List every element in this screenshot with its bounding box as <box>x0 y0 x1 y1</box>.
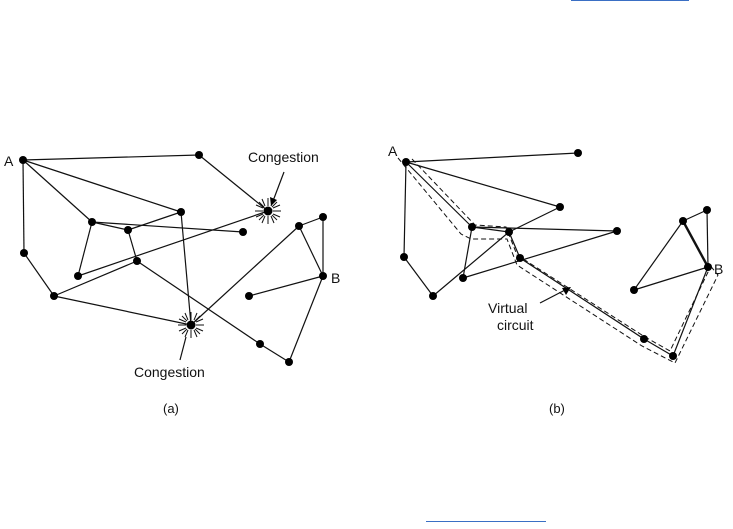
diagram-b-virtual-circuit <box>398 158 718 363</box>
virtual-circuit-label-line2: circuit <box>497 317 534 333</box>
diagram-a-caption: (a) <box>163 401 179 416</box>
diagram-a-router-b-label: B <box>331 270 340 286</box>
congestion-label-top: Congestion <box>248 149 319 165</box>
bottom-link-underline[interactable] <box>426 521 546 522</box>
diagram-b-router-a-label: A <box>388 143 398 159</box>
diagram-b-caption: (b) <box>549 401 565 416</box>
router-a-node <box>19 156 27 164</box>
router-b-node <box>704 263 712 271</box>
top-link-underline[interactable] <box>571 0 689 1</box>
diagram-b-edges <box>404 153 708 356</box>
congested-node-top <box>264 207 273 216</box>
diagram-a: A B Congestion Congestion (a) <box>4 149 340 416</box>
diagram-a-nodes <box>19 151 327 366</box>
congested-node-bottom <box>187 321 196 330</box>
router-a-node <box>402 158 410 166</box>
virtual-circuit-label-line1: Virtual <box>488 300 527 316</box>
diagram-a-congestion-burst-bottom <box>178 312 204 360</box>
router-b-node <box>319 272 327 280</box>
congestion-label-bottom: Congestion <box>134 364 205 380</box>
virtual-circuit-arrow <box>540 289 567 303</box>
congestion-arrow-top <box>273 172 284 201</box>
diagram-a-edges <box>23 155 323 362</box>
diagram-a-congestion-burst-top <box>255 172 284 224</box>
diagram-b-router-b-label: B <box>714 261 723 277</box>
congestion-arrow-bottom <box>180 337 186 360</box>
diagram-b-nodes <box>400 149 712 360</box>
diagram-a-router-a-label: A <box>4 153 14 169</box>
diagram-b: A B Virtual circuit (b) <box>388 143 723 416</box>
